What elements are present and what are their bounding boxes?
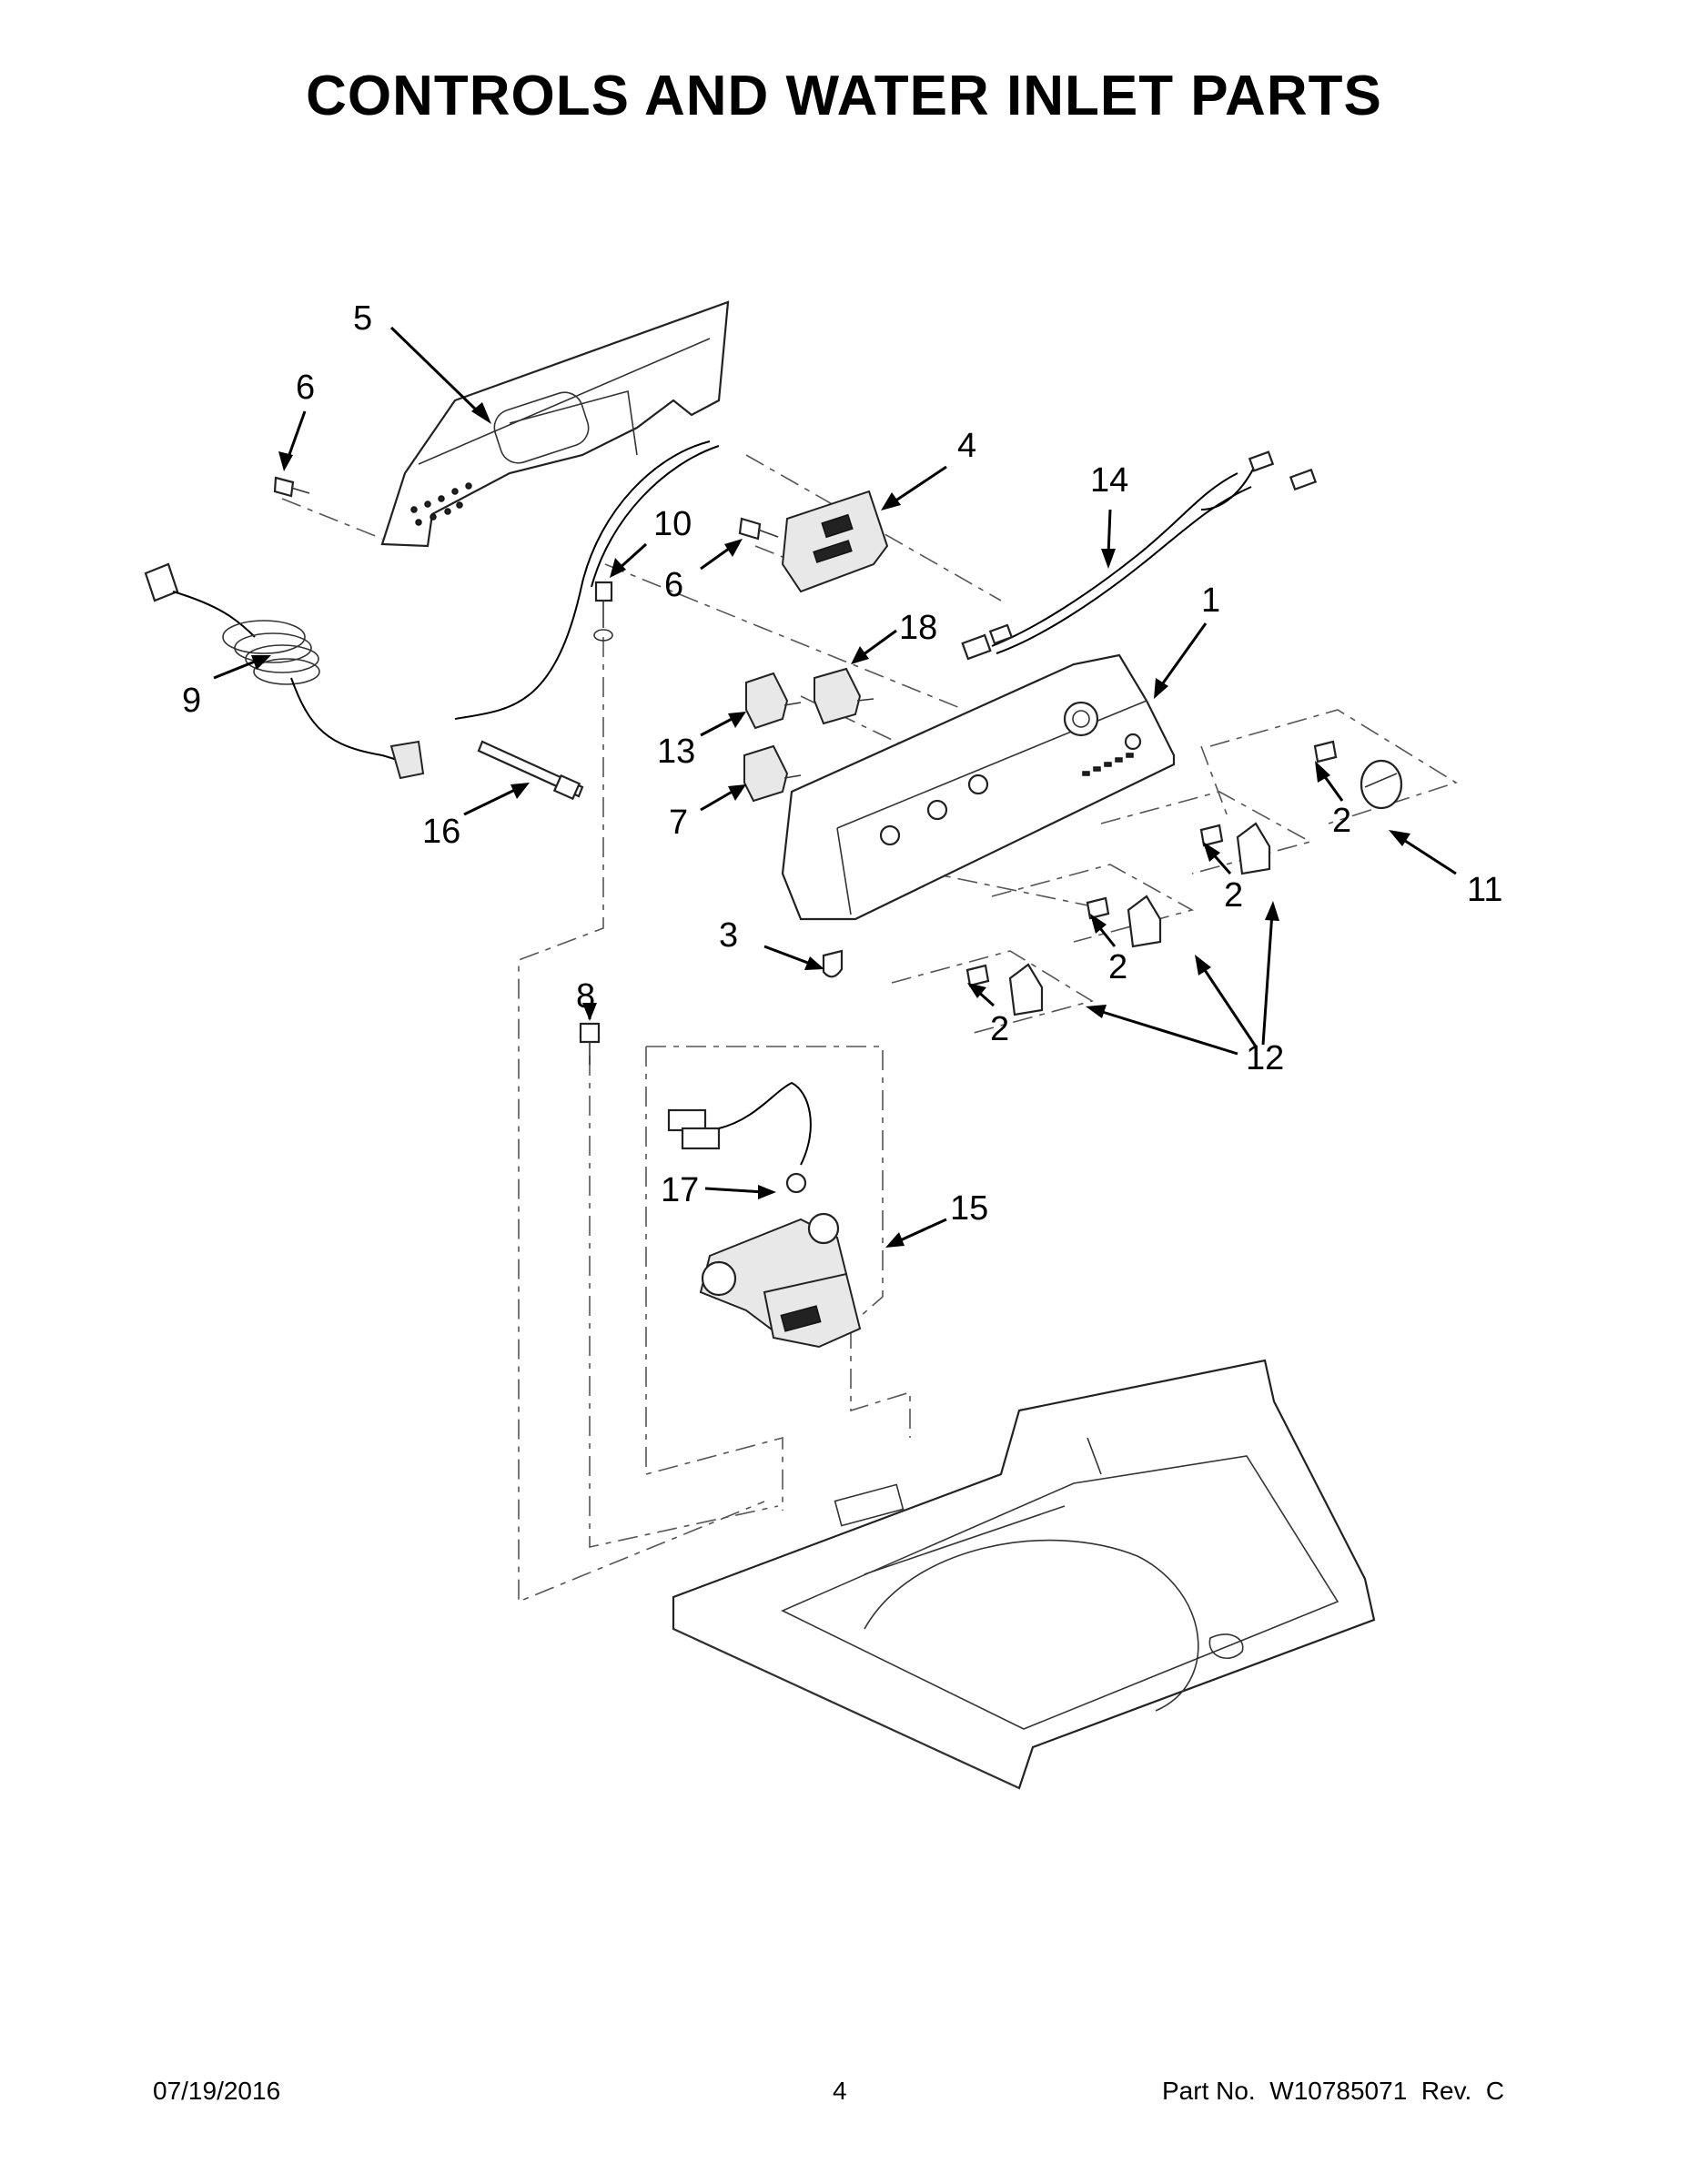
callout-2: 2	[1332, 802, 1351, 840]
callout-9: 9	[182, 682, 201, 720]
part-4-control-board	[781, 490, 889, 593]
callout-15: 15	[950, 1189, 988, 1228]
part-6-screw-left	[273, 476, 310, 498]
part-12-knob-c	[1008, 963, 1044, 1016]
part-18-switch	[814, 667, 874, 725]
footer-part-number: Part No. W10785071 Rev. C	[1162, 2077, 1505, 2105]
callout-17: 17	[661, 1171, 699, 1209]
callout-8: 8	[576, 977, 595, 1016]
callout-10: 10	[653, 505, 692, 543]
part-13-switch	[745, 672, 802, 730]
page-title: CONTROLS AND WATER INLET PARTS	[306, 65, 1382, 127]
footer-date: 07/19/2016	[153, 2077, 281, 2105]
part-14-wire-harness	[961, 450, 1318, 661]
footer-page-number: 4	[833, 2077, 847, 2105]
washer-top	[672, 1359, 1376, 1790]
callout-5: 5	[353, 299, 372, 338]
callout-3: 3	[719, 916, 738, 955]
callout-6: 6	[296, 369, 315, 407]
callout-12: 12	[1246, 1039, 1284, 1077]
callout-2: 2	[1108, 948, 1127, 986]
callout-2: 2	[1224, 876, 1243, 915]
part-1-console	[781, 653, 1176, 921]
leader-arrows	[213, 326, 1457, 1248]
part-15-water-valve	[667, 1081, 862, 1349]
part-3-clip	[822, 949, 844, 978]
callout-2: 2	[990, 1010, 1009, 1048]
part-11-knob	[1359, 759, 1403, 810]
part-10-ground-screw	[593, 581, 613, 642]
callout-18: 18	[899, 609, 937, 647]
part-16-cable-tie	[477, 740, 584, 801]
callout-4: 4	[957, 427, 976, 465]
callout-labels: 1 2 2 2 2 3 4 5 6 6 7 8 9 10 11 12 13 14…	[182, 299, 1502, 1228]
callout-16: 16	[422, 813, 460, 851]
callout-13: 13	[657, 733, 695, 771]
part-5-rear-panel	[380, 300, 730, 548]
part-7-switch	[743, 744, 802, 803]
part-6-screw-right	[738, 517, 779, 541]
part-2-inserts	[965, 740, 1338, 987]
callout-7: 7	[669, 804, 688, 842]
callout-11: 11	[1467, 871, 1502, 909]
part-12-knob-b	[1127, 895, 1162, 948]
part-12-knob-a	[1236, 822, 1271, 875]
part-9-power-cord	[144, 562, 425, 780]
part-8-screw	[579, 1022, 601, 1065]
callout-6: 6	[664, 566, 683, 604]
callout-1: 1	[1201, 581, 1220, 620]
callout-14: 14	[1090, 461, 1128, 500]
